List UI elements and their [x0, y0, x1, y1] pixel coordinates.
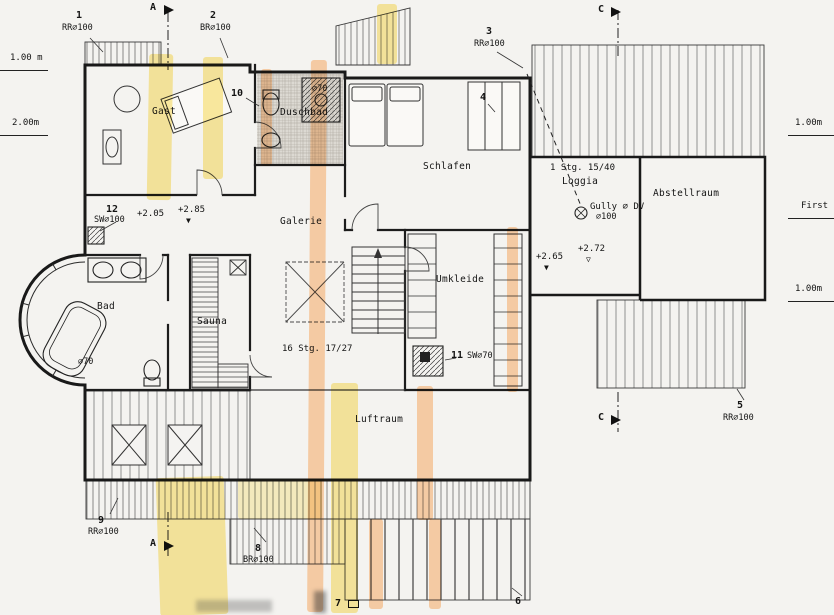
- terrace-bottom-center: [229, 518, 346, 565]
- right-wing-walls: [530, 155, 767, 302]
- wc-bad: [143, 359, 161, 381]
- gast-furniture: [102, 77, 233, 165]
- bad-fixtures: [42, 257, 161, 387]
- interior-walls: [83, 63, 532, 392]
- sauna-interior: [191, 257, 249, 389]
- bathtub: [42, 301, 107, 377]
- drain-line: [526, 73, 588, 220]
- balcony-bottom: [85, 480, 531, 520]
- roof-deck-top-right: [531, 44, 765, 158]
- wardrobe: [467, 81, 521, 151]
- exterior-stairs-bottom: [344, 518, 531, 601]
- shafts: [87, 107, 503, 377]
- sauna-stove: [229, 259, 247, 276]
- guest-chair: [113, 85, 141, 113]
- roof-deck-lower-right: [596, 299, 746, 389]
- shower-tray: [301, 77, 341, 123]
- sauna-bench: [191, 257, 219, 389]
- gully-symbol: [574, 206, 588, 220]
- skylight-squares: [111, 424, 203, 466]
- shaft-sw100: [87, 226, 105, 245]
- floor-opening-cross: [285, 261, 345, 323]
- roof-plane-top-center: [335, 7, 411, 66]
- guest-basin-cabinet: [102, 129, 122, 165]
- vanity-counter: [87, 257, 147, 283]
- schlafen-furniture: [348, 81, 521, 151]
- leader-lines: [89, 37, 745, 597]
- main-stair: [351, 246, 406, 334]
- bay-window-outer-arc: [18, 253, 87, 387]
